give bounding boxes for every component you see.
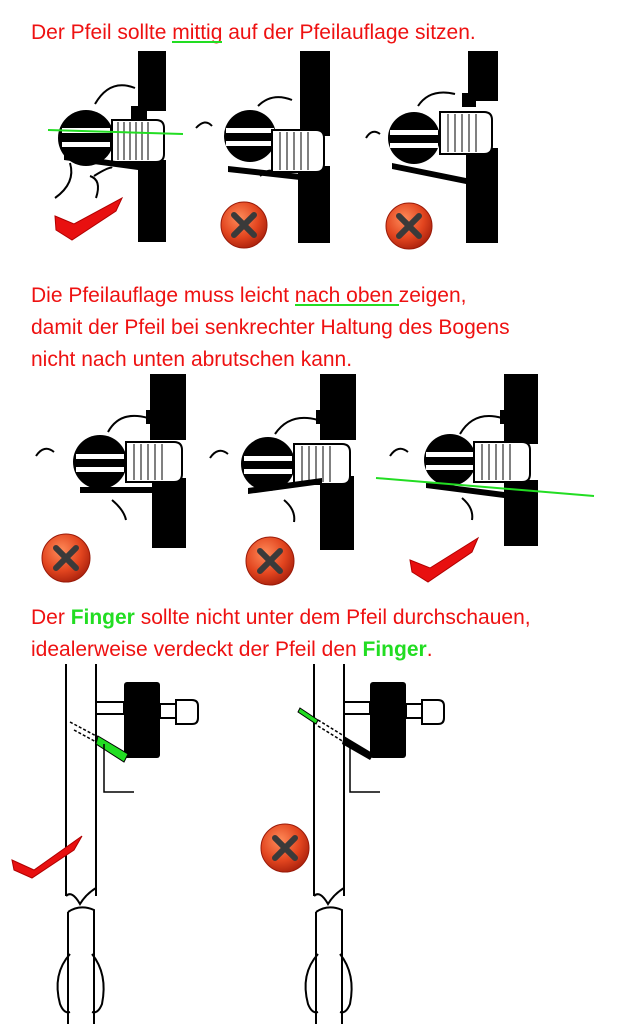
keyword-finger: Finger (70, 606, 135, 629)
panel-3-1 (11, 664, 199, 1024)
panel-1-2 (195, 51, 330, 249)
cross-badge-icon (41, 533, 91, 583)
panel-1-1 (47, 51, 184, 242)
checkmark-icon (54, 196, 124, 241)
section-1-figure (0, 48, 628, 253)
keyword-finger: Finger (362, 638, 427, 661)
section-1-caption: Der Pfeil sollte mittig auf der Pfeilauf… (31, 21, 476, 44)
panel-1-3 (365, 51, 498, 250)
cross-badge-icon (220, 201, 268, 249)
section-3-figure (0, 664, 628, 1024)
section-3-caption: Der Finger sollte nicht unter dem Pfeil … (31, 606, 531, 661)
panel-3-2 (260, 664, 445, 1024)
checkmark-icon (409, 536, 480, 583)
section-2-caption: Die Pfeilauflage muss leicht nach oben z… (31, 284, 510, 371)
panel-2-3 (375, 374, 595, 583)
cross-badge-icon (260, 823, 310, 873)
checkmark-icon (11, 835, 83, 879)
section-2-figure (0, 370, 628, 590)
panel-2-1 (35, 374, 186, 583)
keyword-nach-oben: nach oben (294, 284, 399, 307)
panel-2-2 (209, 374, 356, 586)
cross-badge-icon (385, 202, 433, 250)
cross-badge-icon (245, 536, 295, 586)
keyword-mittig: mittig (172, 21, 223, 44)
